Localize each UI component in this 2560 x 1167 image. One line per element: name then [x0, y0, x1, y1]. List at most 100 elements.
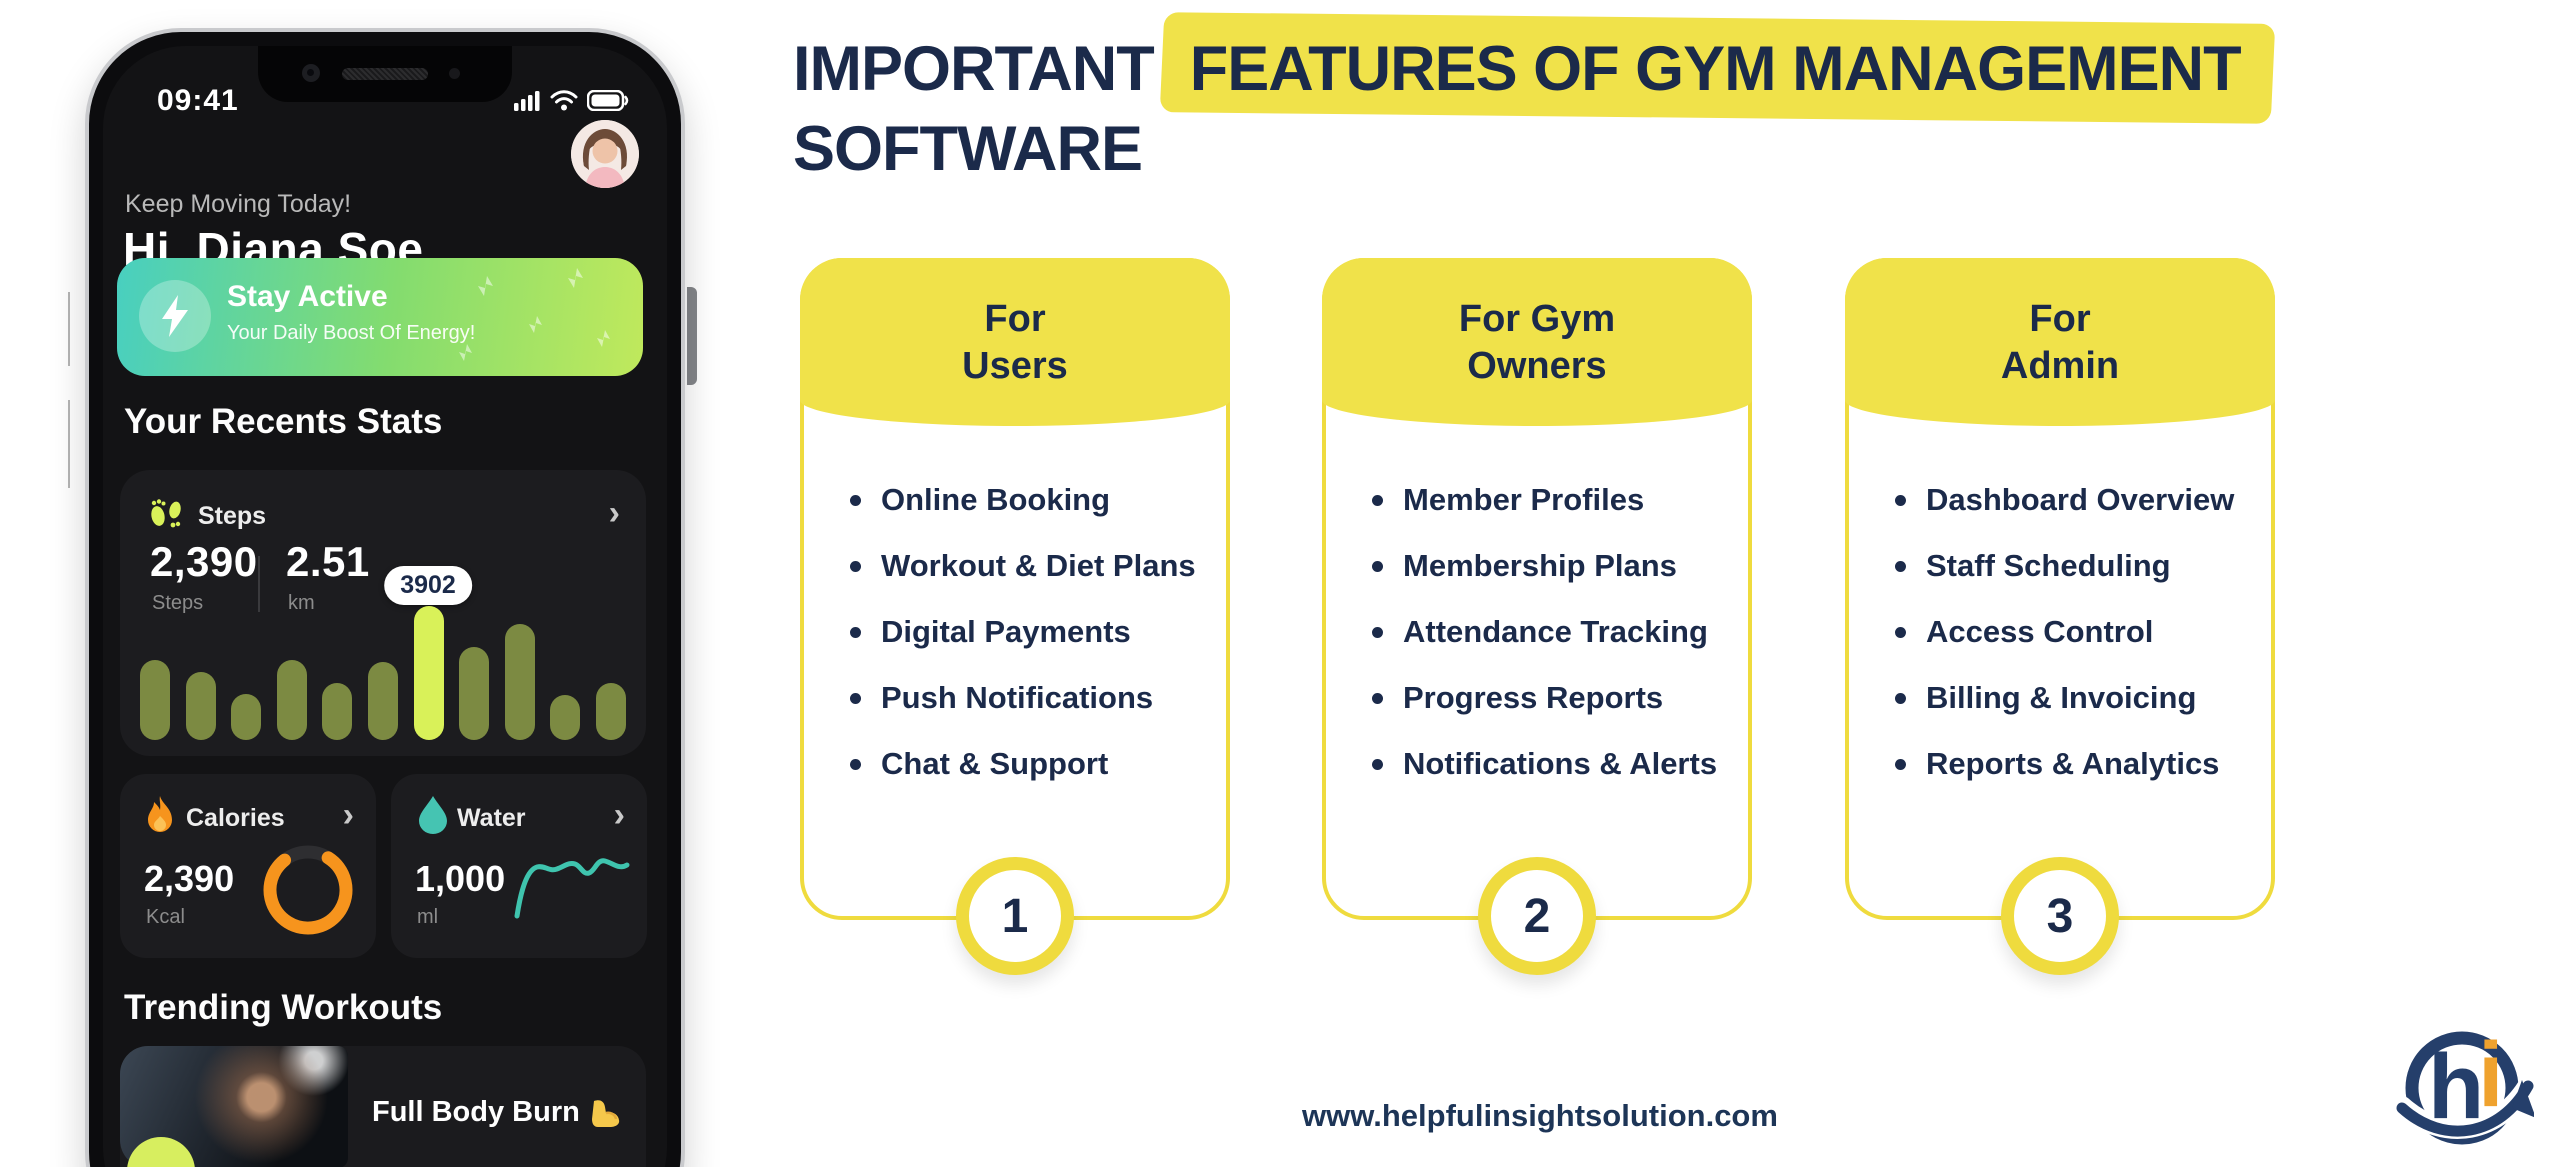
list-item-label: Staff Scheduling — [1926, 548, 2171, 583]
phone-notch — [258, 46, 512, 102]
list-item-label: Progress Reports — [1403, 680, 1664, 715]
list-item: Member Profiles — [1372, 480, 1732, 520]
bullet-icon — [1372, 495, 1383, 506]
speaker-grille-icon — [342, 68, 428, 80]
logo-letter-i: i — [2478, 1024, 2504, 1126]
steps-bar — [550, 695, 581, 740]
card-number-badge: 3 — [2001, 857, 2119, 975]
list-item-label: Chat & Support — [881, 746, 1109, 781]
calories-ring — [263, 845, 353, 935]
title-line2: SOFTWARE — [793, 114, 1143, 184]
list-item: Chat & Support — [850, 744, 1210, 784]
stay-active-banner[interactable]: Stay Active Your Daily Boost Of Energy! — [117, 258, 643, 376]
list-item: Dashboard Overview — [1895, 480, 2255, 520]
chevron-right-icon[interactable]: › — [608, 494, 620, 532]
sparkles-decoration — [459, 268, 610, 361]
steps-peak-badge: 3902 — [384, 566, 472, 605]
wifi-icon — [550, 90, 578, 111]
card-header: For Admin — [1845, 258, 2275, 426]
title-plain-text: IMPORTANT — [793, 34, 1155, 104]
battery-icon — [587, 90, 629, 111]
list-item-label: Member Profiles — [1403, 482, 1645, 517]
greeting-subtitle: Keep Moving Today! — [125, 190, 352, 218]
volume-up-button[interactable] — [68, 292, 70, 366]
steps-count: 2,390 — [150, 538, 258, 585]
bullet-icon — [1372, 693, 1383, 704]
list-item: Digital Payments — [850, 612, 1210, 652]
power-button[interactable] — [687, 287, 697, 385]
workout-card[interactable]: Full Body Burn — [120, 1046, 646, 1167]
water-value: 1,000 — [415, 858, 506, 899]
steps-bar — [459, 647, 490, 740]
chevron-right-icon[interactable]: › — [342, 796, 354, 834]
list-item: Online Booking — [850, 480, 1210, 520]
chevron-right-icon[interactable]: › — [613, 796, 625, 834]
divider — [258, 556, 260, 612]
card-header-line1: For — [2029, 298, 2091, 340]
steps-bar — [185, 672, 216, 740]
flexed-biceps-icon — [591, 1099, 619, 1127]
bullet-icon — [850, 627, 861, 638]
steps-card[interactable]: Steps › 2,390 Steps 2.51 km 3902 — [120, 470, 646, 756]
list-item: Access Control — [1895, 612, 2255, 652]
bullet-icon — [850, 561, 861, 572]
list-item: Membership Plans — [1372, 546, 1732, 586]
steps-bar — [140, 660, 170, 740]
bullet-icon — [1372, 561, 1383, 572]
status-bar-time: 09:41 — [157, 84, 239, 117]
status-bar-icons — [514, 90, 629, 111]
list-item-label: Access Control — [1926, 614, 2154, 649]
phone-mockup: 09:41 — [85, 28, 685, 1167]
water-card[interactable]: Water › 1,000 ml — [391, 774, 647, 958]
list-item: Progress Reports — [1372, 678, 1732, 718]
calories-card[interactable]: Calories › 2,390 Kcal — [120, 774, 376, 958]
website-url: www.helpfulinsightsolution.com — [1302, 1098, 1778, 1133]
bullet-icon — [1372, 627, 1383, 638]
trending-workouts-heading: Trending Workouts — [124, 988, 443, 1027]
steps-bar — [504, 624, 535, 740]
list-item-label: Membership Plans — [1403, 548, 1677, 583]
card-header-line2: Admin — [2000, 345, 2120, 387]
bullet-icon — [1372, 759, 1383, 770]
banner-title: Stay Active — [227, 280, 388, 313]
list-item: Reports & Analytics — [1895, 744, 2255, 784]
steps-bar — [595, 683, 626, 740]
steps-bar — [276, 660, 307, 740]
front-camera-icon — [302, 64, 320, 82]
avatar[interactable] — [571, 120, 639, 188]
list-item-label: Reports & Analytics — [1926, 746, 2220, 781]
list-item-label: Workout & Diet Plans — [881, 548, 1196, 583]
calories-unit: Kcal — [146, 906, 185, 928]
steps-distance: 2.51 — [286, 538, 370, 585]
list-item: Attendance Tracking — [1372, 612, 1732, 652]
card-header: For Gym Owners — [1322, 258, 1752, 426]
list-item-label: Dashboard Overview — [1926, 482, 2235, 517]
banner-subtitle: Your Daily Boost Of Energy! — [227, 322, 476, 344]
recent-stats-heading: Your Recents Stats — [124, 402, 443, 441]
helpful-insight-logo: h i — [2394, 1024, 2534, 1145]
list-item-label: Notifications & Alerts — [1403, 746, 1718, 781]
list-item-label: Billing & Invoicing — [1926, 680, 2197, 715]
steps-bar — [413, 606, 444, 740]
footsteps-icon — [151, 499, 181, 528]
water-label: Water — [457, 804, 526, 832]
lightning-bolt-icon — [139, 280, 211, 352]
steps-label: Steps — [198, 502, 267, 530]
card-number-badge: 2 — [1478, 857, 1596, 975]
bullet-icon — [1895, 495, 1906, 506]
volume-down-button[interactable] — [68, 400, 70, 488]
list-item: Billing & Invoicing — [1895, 678, 2255, 718]
card-header-line2: Owners — [1467, 345, 1607, 387]
water-drop-icon — [419, 796, 447, 834]
steps-distance-unit: km — [288, 592, 315, 614]
avatar-portrait — [571, 120, 639, 188]
water-unit: ml — [417, 906, 439, 928]
logo-letter-h: h — [2428, 1036, 2484, 1138]
phone-screen: 09:41 — [103, 46, 667, 1167]
calories-value: 2,390 — [144, 858, 235, 899]
flame-icon — [148, 796, 172, 832]
